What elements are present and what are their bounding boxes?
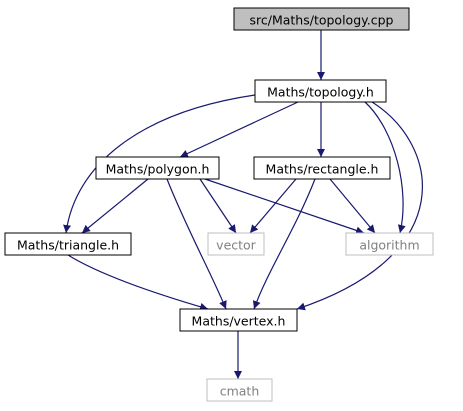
node-box bbox=[4, 232, 132, 256]
node-label: src/Maths/topology.cpp bbox=[250, 13, 394, 28]
edge-polygon_h-to-triangle_h bbox=[81, 178, 149, 234]
edge-rectangle_h-to-vector bbox=[249, 178, 297, 234]
node-box bbox=[345, 232, 434, 256]
node-box bbox=[95, 156, 220, 180]
edge-polygon_h-to-algorithm bbox=[204, 178, 365, 235]
edge-topology_h-to-algorithm bbox=[364, 101, 406, 234]
node-vertex-h[interactable]: Maths/vertex.h bbox=[179, 308, 298, 332]
node-label: Maths/polygon.h bbox=[106, 162, 210, 177]
node-topology-h[interactable]: Maths/topology.h bbox=[254, 79, 387, 103]
node-label: Maths/triangle.h bbox=[17, 238, 119, 253]
edge-topology_h-to-triangle_h bbox=[63, 94, 256, 234]
node-topology-cpp[interactable]: src/Maths/topology.cpp bbox=[233, 7, 410, 31]
node-label: Maths/vertex.h bbox=[192, 314, 286, 329]
node-algorithm: algorithm bbox=[345, 232, 434, 256]
node-polygon-h[interactable]: Maths/polygon.h bbox=[95, 156, 220, 180]
node-label: vector bbox=[216, 238, 257, 253]
node-vector: vector bbox=[207, 232, 265, 256]
edges-layer bbox=[63, 30, 423, 379]
node-box bbox=[179, 308, 298, 332]
node-box bbox=[207, 232, 265, 256]
node-label: algorithm bbox=[359, 238, 419, 253]
node-label: cmath bbox=[220, 384, 260, 399]
edge-rectangle_h-to-vertex_h bbox=[252, 178, 316, 310]
node-box bbox=[206, 378, 273, 402]
edge-topology_h-to-polygon_h bbox=[179, 101, 299, 158]
node-triangle-h[interactable]: Maths/triangle.h bbox=[4, 232, 132, 256]
node-box bbox=[254, 79, 387, 103]
edge-triangle_h-to-vertex_h bbox=[67, 254, 209, 311]
edge-topology_h-to-vertex_h bbox=[296, 101, 423, 311]
node-cmath: cmath bbox=[206, 378, 273, 402]
node-rectangle-h[interactable]: Maths/rectangle.h bbox=[253, 156, 391, 180]
edge-polygon_h-to-vector bbox=[199, 178, 237, 234]
node-label: Maths/topology.h bbox=[267, 85, 374, 100]
edge-polygon_h-to-vertex_h bbox=[166, 178, 227, 310]
edge-rectangle_h-to-algorithm bbox=[329, 178, 376, 234]
node-box bbox=[233, 7, 410, 31]
node-label: Maths/rectangle.h bbox=[266, 162, 379, 177]
nodes-layer: src/Maths/topology.cppMaths/topology.hMa… bbox=[4, 7, 434, 402]
node-box bbox=[253, 156, 391, 180]
